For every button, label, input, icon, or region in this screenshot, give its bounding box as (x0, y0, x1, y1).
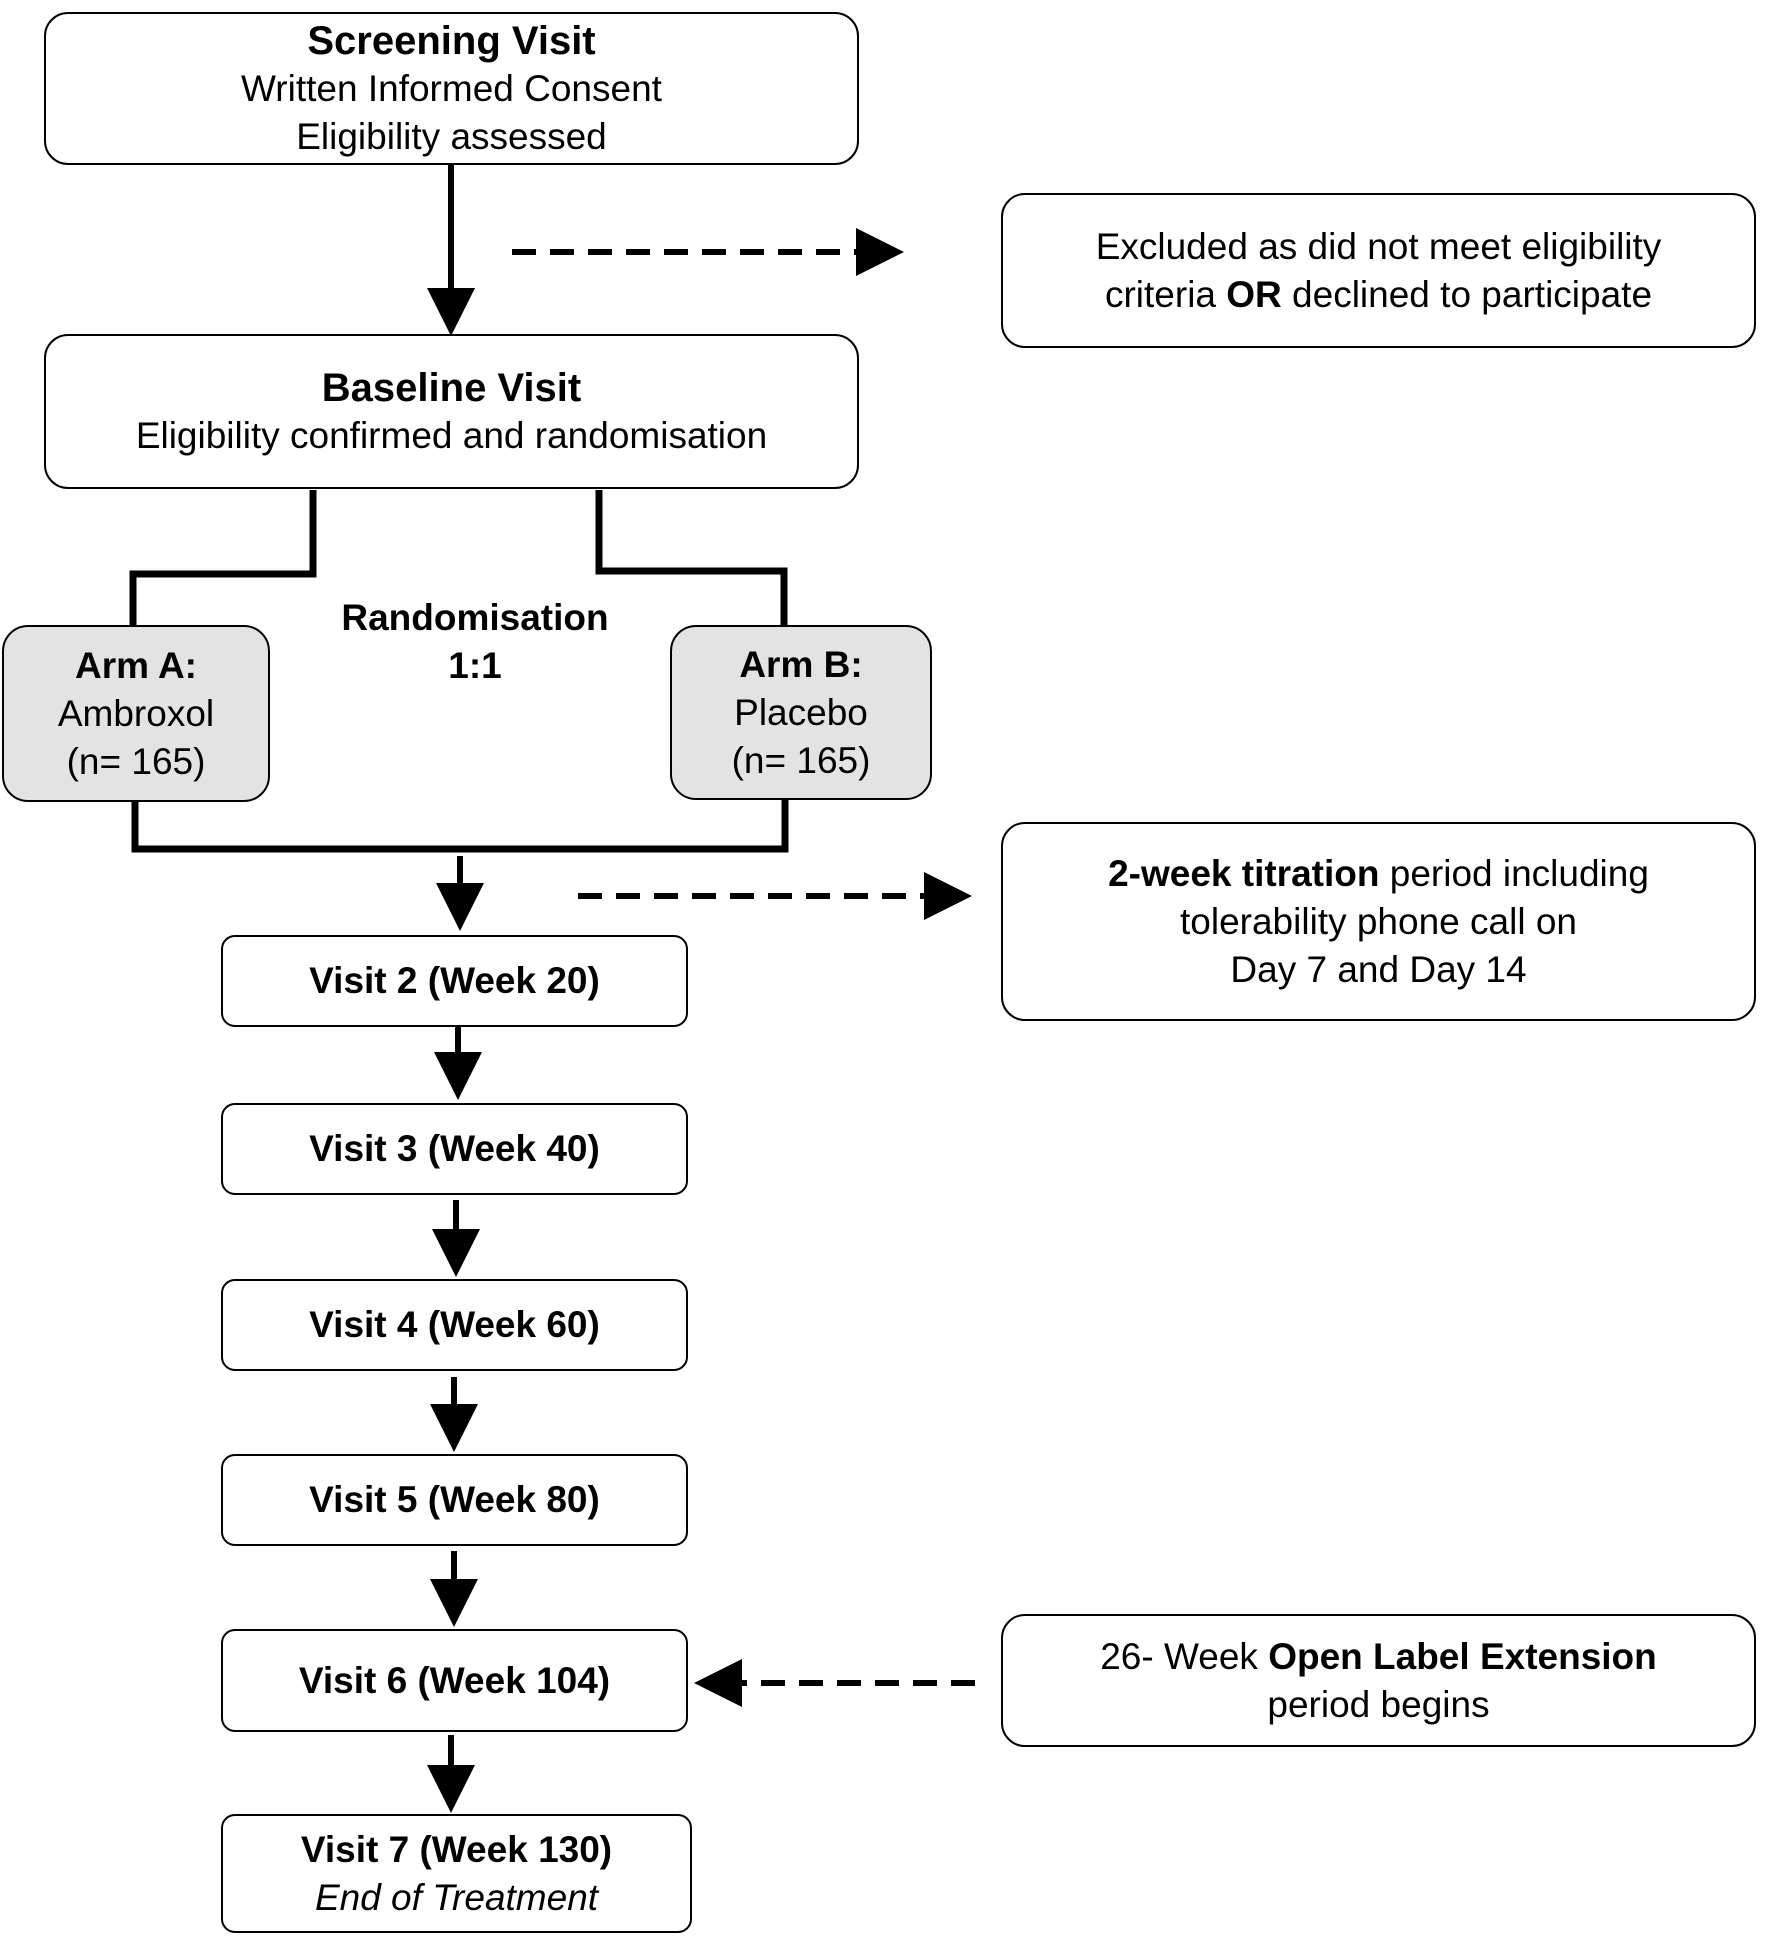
extension-line1: 26- Week Open Label Extension (1100, 1633, 1657, 1681)
extension-prefix: 26- Week (1100, 1635, 1269, 1677)
visit-7-subtitle: End of Treatment (314, 1876, 599, 1918)
arm-b-box: Arm B: Placebo (n= 165) (670, 625, 932, 800)
excluded-line1: Excluded as did not meet eligibility (1095, 225, 1662, 267)
screening-visit-title: Screening Visit (307, 18, 596, 63)
arm-b-drug: Placebo (734, 691, 868, 733)
arm-b-count: (n= 165) (731, 739, 871, 781)
randomisation-ratio: 1:1 (448, 645, 502, 686)
visit-3-box: Visit 3 (Week 40) (221, 1103, 688, 1195)
titration-line1: 2-week titration period including (1108, 850, 1649, 898)
titration-line2: tolerability phone call on (1180, 900, 1577, 942)
excluded-line2: criteria OR declined to participate (1105, 271, 1652, 319)
visit-5-label: Visit 5 (Week 80) (309, 1479, 600, 1520)
arm-a-title: Arm A: (75, 644, 197, 686)
extension-line2: period begins (1267, 1683, 1490, 1725)
excluded-line2-prefix: criteria (1104, 273, 1227, 315)
visit-2-label: Visit 2 (Week 20) (309, 960, 600, 1001)
arm-a-count: (n= 165) (66, 740, 206, 782)
screening-visit-box: Screening Visit Written Informed Consent… (44, 12, 859, 165)
visit-7-box: Visit 7 (Week 130) End of Treatment (221, 1814, 692, 1933)
titration-bold-text: 2-week titration (1108, 852, 1380, 894)
visit-3-label: Visit 3 (Week 40) (309, 1128, 600, 1169)
visit-2-box: Visit 2 (Week 20) (221, 935, 688, 1027)
titration-line3: Day 7 and Day 14 (1230, 948, 1527, 990)
arm-a-drug: Ambroxol (57, 692, 215, 734)
arms-merge-line (131, 800, 789, 853)
titration-box: 2-week titration period including tolera… (1001, 822, 1756, 1021)
excluded-line2-suffix: declined to participate (1281, 273, 1653, 315)
visit-4-label: Visit 4 (Week 60) (309, 1304, 600, 1345)
extension-box: 26- Week Open Label Extension period beg… (1001, 1614, 1756, 1747)
randomisation-text: Randomisation (341, 597, 609, 638)
screening-eligibility-text: Eligibility assessed (296, 115, 607, 157)
titration-line1-suffix: period including (1379, 852, 1649, 894)
visit-5-box: Visit 5 (Week 80) (221, 1454, 688, 1546)
randomisation-label: Randomisation 1:1 (300, 594, 650, 690)
randomisation-split-left (129, 490, 317, 625)
randomisation-split-right (595, 490, 788, 625)
excluded-or-text: OR (1226, 273, 1282, 315)
arm-a-box: Arm A: Ambroxol (n= 165) (2, 625, 270, 802)
baseline-eligibility-text: Eligibility confirmed and randomisation (135, 414, 768, 456)
visit-7-label: Visit 7 (Week 130) (300, 1828, 613, 1870)
visit-6-box: Visit 6 (Week 104) (221, 1629, 688, 1732)
screening-consent-text: Written Informed Consent (241, 67, 662, 109)
arm-b-title: Arm B: (739, 643, 863, 685)
excluded-box: Excluded as did not meet eligibility cri… (1001, 193, 1756, 348)
visit-6-label: Visit 6 (Week 104) (298, 1659, 611, 1701)
visit-4-box: Visit 4 (Week 60) (221, 1279, 688, 1371)
extension-bold-text: Open Label Extension (1268, 1635, 1657, 1677)
baseline-visit-title: Baseline Visit (321, 365, 582, 410)
baseline-visit-box: Baseline Visit Eligibility confirmed and… (44, 334, 859, 489)
